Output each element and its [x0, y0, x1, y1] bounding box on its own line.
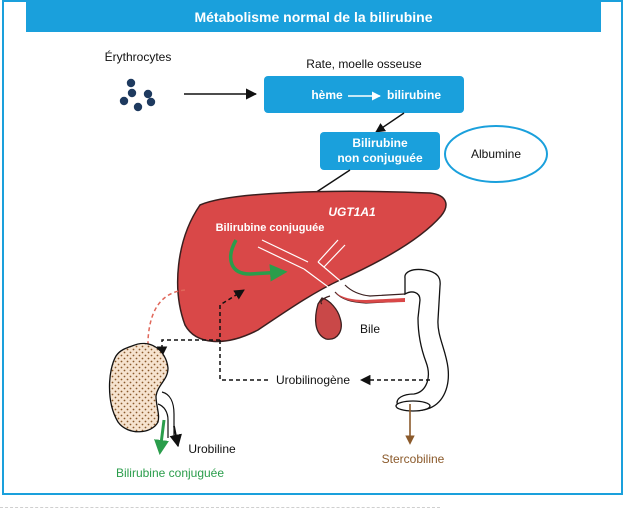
ugt1a1-label: UGT1A1 [328, 205, 376, 219]
rate-moelle-label: Rate, moelle osseuse [306, 57, 422, 71]
spleen-box [264, 76, 464, 113]
green-conjugation-arrow [229, 239, 288, 282]
dashed-return-to-liver [219, 289, 268, 381]
bile-label: Bile [360, 322, 380, 336]
liver-conjugated-label: Bilirubine conjuguée [216, 222, 325, 234]
heme-label: hème [311, 88, 343, 102]
unconjugated-line2: non conjuguée [337, 151, 423, 165]
erythrocytes-label: Érythrocytes [105, 49, 172, 64]
unconjugated-line1: Bilirubine [352, 136, 408, 150]
gallbladder [314, 297, 342, 340]
kidney-conjugated-label: Bilirubine conjuguée [116, 466, 224, 480]
bile-ducts [257, 239, 346, 293]
unconjugated-bilirubin-box [320, 132, 440, 170]
intestine [396, 268, 450, 412]
bottom-divider [0, 507, 440, 508]
erythrocyte-dots [119, 78, 156, 112]
rectum-opening [395, 400, 431, 412]
albumine-label: Albumine [471, 147, 521, 161]
albumine-ellipse [444, 125, 548, 183]
liver-shape [177, 190, 447, 343]
bilirubin-label: bilirubine [387, 88, 441, 102]
green-kidney-arrow [154, 419, 169, 455]
urobiline-label: Urobiline [188, 442, 236, 456]
ureter [157, 391, 175, 438]
dashed-to-kidney [156, 339, 220, 358]
bile-duct-fill [335, 292, 405, 303]
arrow-to-urobiline [169, 425, 182, 448]
stercobiline-label: Stercobiline [382, 452, 445, 466]
diagram-title: Métabolisme normal de la bilirubine [26, 2, 601, 32]
arrow-spleen-to-unconjugated [375, 112, 405, 133]
kidney [108, 342, 169, 433]
urobilinogene-label: Urobilinogène [276, 373, 350, 387]
